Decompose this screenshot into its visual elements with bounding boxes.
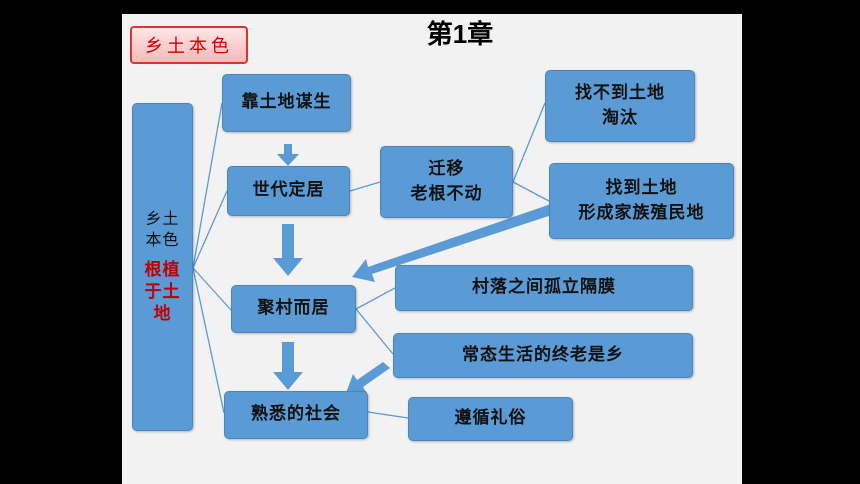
node-customs-label: 遵循礼俗: [454, 408, 527, 429]
node-isolation-label: 村落之间孤立隔膜: [472, 277, 616, 298]
arrow-found-to-village: [352, 204, 555, 282]
topic-tag: 乡土本色: [130, 26, 248, 64]
node-no-land-label-1: 找不到土地: [575, 82, 665, 103]
node-farming-label: 靠土地谋生: [241, 92, 332, 113]
node-migrate: 迁移 老根不动: [380, 146, 513, 218]
root-emphasis-3: 地: [153, 303, 172, 324]
node-found-land-label-1: 找到土地: [605, 177, 678, 198]
root-label-1: 乡土: [145, 209, 180, 229]
link-village-isolation: [355, 287, 396, 310]
node-settled-label: 世代定居: [252, 180, 325, 201]
node-settled: 世代定居: [227, 166, 350, 216]
root-node: 乡土 本色 根植 于土 地: [132, 103, 193, 431]
link-migrate-nolands: [512, 102, 546, 183]
node-village-label: 聚村而居: [257, 298, 330, 319]
arrow-village-familiar: [273, 342, 303, 390]
node-aging: 常态生活的终老是乡: [393, 333, 693, 378]
node-found-land: 找到土地 形成家族殖民地: [549, 163, 734, 239]
page-title: 第1章: [426, 19, 494, 49]
node-aging-label: 常态生活的终老是乡: [462, 344, 624, 365]
link-migrate-found: [512, 181, 550, 202]
node-found-land-label-2: 形成家族殖民地: [578, 203, 705, 223]
link-settled-migrate: [349, 181, 381, 192]
node-no-land: 找不到土地 淘汰: [545, 70, 695, 142]
link-root-settled: [192, 190, 228, 269]
node-customs: 遵循礼俗: [408, 397, 573, 441]
arrow-settled-village: [273, 224, 303, 276]
arrow-farming-settled: [277, 144, 299, 166]
node-familiar-label: 熟悉的社会: [251, 404, 341, 425]
arrow-aging-to-familiar: [346, 362, 390, 393]
root-label-2: 本色: [145, 229, 180, 249]
node-isolation: 村落之间孤立隔膜: [395, 265, 693, 311]
node-migrate-label-2: 老根不动: [410, 184, 483, 204]
node-village: 聚村而居: [231, 285, 356, 333]
root-emphasis-1: 根植: [144, 259, 181, 280]
node-farming: 靠土地谋生: [222, 74, 351, 132]
root-emphasis-2: 于土: [144, 281, 181, 302]
node-migrate-label-1: 迁移: [428, 158, 465, 179]
link-familiar-customs: [367, 411, 409, 419]
link-root-familiar: [192, 267, 225, 414]
link-root-farming: [192, 102, 223, 269]
link-village-aging: [355, 308, 394, 355]
node-familiar: 熟悉的社会: [224, 391, 368, 439]
link-root-village: [192, 267, 232, 311]
node-no-land-label-2: 淘汰: [602, 108, 638, 128]
